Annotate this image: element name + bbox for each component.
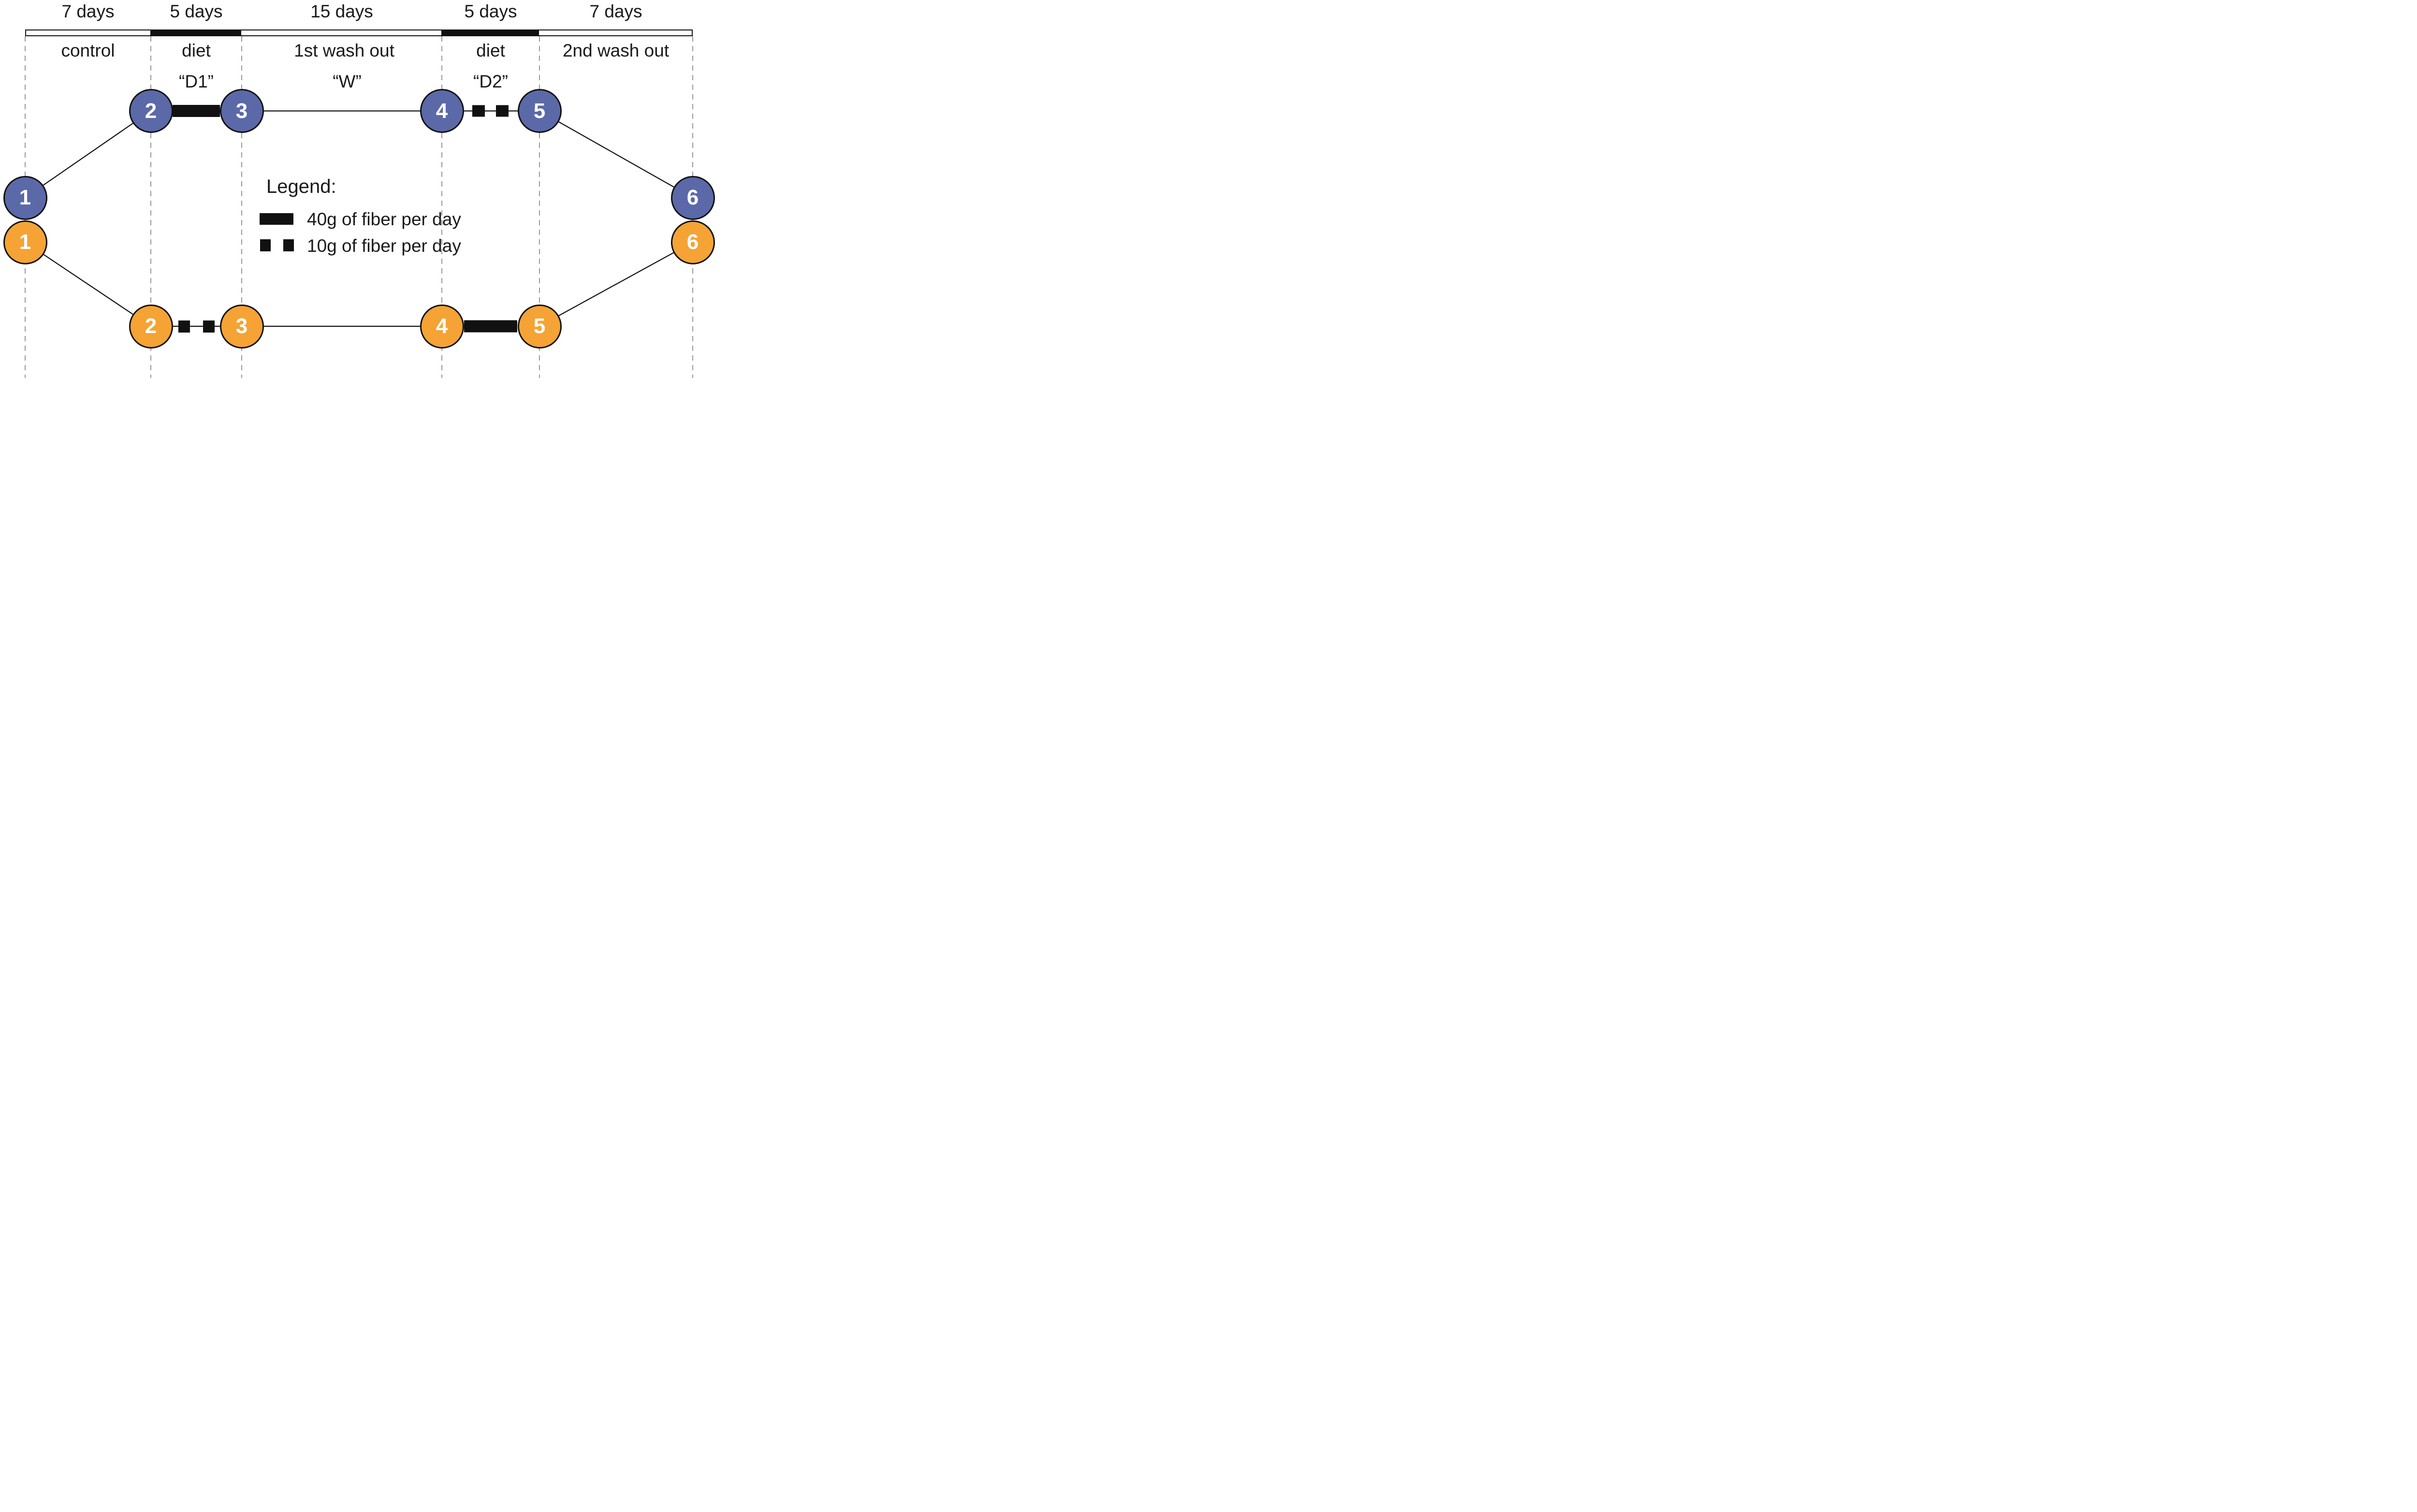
timeline-bar-diet2-segment <box>441 30 539 35</box>
duration-label-4: 5 days <box>464 1 517 21</box>
node-bottom-3: 3 <box>219 304 264 349</box>
period-code-d2: “D2” <box>473 72 508 91</box>
period-code-w: “W” <box>333 72 362 91</box>
node-top-1: 1 <box>3 175 47 220</box>
fiber-10g-square-bottom-b <box>203 320 215 333</box>
fiber-10g-square-bottom-a <box>178 320 190 333</box>
connector-bottom-5-6 <box>539 242 693 327</box>
connector-top-1-2 <box>25 110 151 198</box>
duration-label-1: 7 days <box>61 1 115 21</box>
node-top-5: 5 <box>517 89 562 133</box>
node-bottom-4: 4 <box>420 304 464 349</box>
node-bottom-1: 1 <box>3 220 47 264</box>
duration-label-5: 7 days <box>589 1 642 21</box>
node-bottom-2: 2 <box>129 304 173 349</box>
fiber-10g-square-top-b <box>496 105 509 117</box>
node-top-3: 3 <box>219 89 264 133</box>
legend-10g-square-icon-a <box>260 239 271 251</box>
duration-label-2: 5 days <box>170 1 223 21</box>
legend-40g-bar-icon <box>260 213 293 225</box>
node-bottom-6: 6 <box>670 220 715 264</box>
legend-title: Legend: <box>266 176 336 197</box>
timeline-bar <box>25 29 693 36</box>
phase-label-washout2: 2nd wash out <box>562 41 670 60</box>
fiber-40g-bar-top-2-3 <box>173 105 220 117</box>
period-code-d1: “D1” <box>179 72 214 91</box>
node-top-4: 4 <box>420 89 464 133</box>
duration-label-3: 15 days <box>310 1 373 21</box>
node-top-6: 6 <box>670 175 715 220</box>
phase-label-diet1: diet <box>182 41 211 60</box>
phase-label-diet2: diet <box>476 41 505 60</box>
legend-10g-square-icon-b <box>283 239 294 251</box>
connector-top-5-6 <box>539 110 693 198</box>
legend-label-10g: 10g of fiber per day <box>307 236 461 256</box>
node-bottom-5: 5 <box>517 304 562 349</box>
timeline-bar-diet1-segment <box>150 30 241 35</box>
fiber-40g-bar-bottom-4-5 <box>464 320 517 333</box>
phase-label-control: control <box>61 41 115 60</box>
fiber-10g-square-top-a <box>472 105 485 117</box>
study-design-figure: 7 days 5 days 15 days 5 days 7 days cont… <box>0 0 720 378</box>
legend-label-40g: 40g of fiber per day <box>307 209 461 229</box>
node-top-2: 2 <box>129 89 173 133</box>
connector-bottom-1-2 <box>25 242 151 327</box>
phase-label-washout1: 1st wash out <box>294 41 394 60</box>
